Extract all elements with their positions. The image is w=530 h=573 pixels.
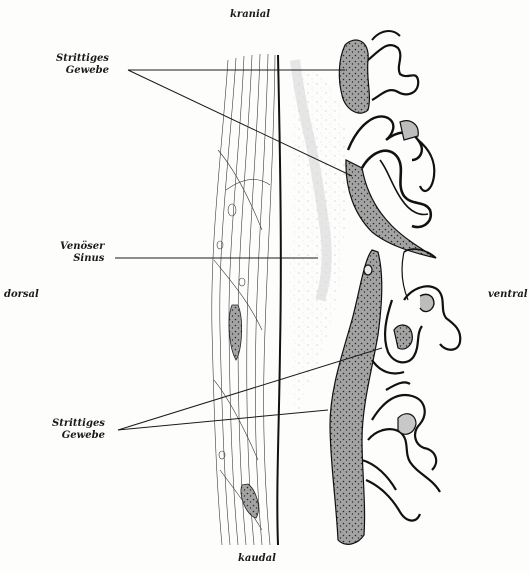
- label-lower-tissue-line1: Strittiges: [52, 418, 105, 430]
- fiber-bundle: [212, 54, 275, 545]
- orientation-left-label: dorsal: [4, 289, 39, 301]
- label-lower-tissue: Strittiges Gewebe: [52, 418, 105, 442]
- label-upper-tissue-line2: Gewebe: [56, 65, 109, 77]
- orientation-right-label: ventral: [488, 289, 528, 301]
- label-lower-tissue-line2: Gewebe: [52, 430, 105, 442]
- orientation-top-label: kranial: [230, 9, 270, 21]
- label-venous-sinus: Venöser Sinus: [60, 241, 104, 265]
- dense-fiber-line: [277, 55, 281, 545]
- label-venous-sinus-line1: Venöser: [60, 241, 104, 253]
- label-upper-tissue-line1: Strittiges: [56, 53, 109, 65]
- label-venous-sinus-line2: Sinus: [60, 253, 104, 265]
- label-upper-tissue: Strittiges Gewebe: [56, 53, 109, 77]
- orientation-bottom-label: kaudal: [238, 553, 276, 565]
- connecting-membrane: [402, 252, 408, 300]
- stippled-islands: [229, 305, 258, 518]
- upper-epithelium: [339, 31, 436, 258]
